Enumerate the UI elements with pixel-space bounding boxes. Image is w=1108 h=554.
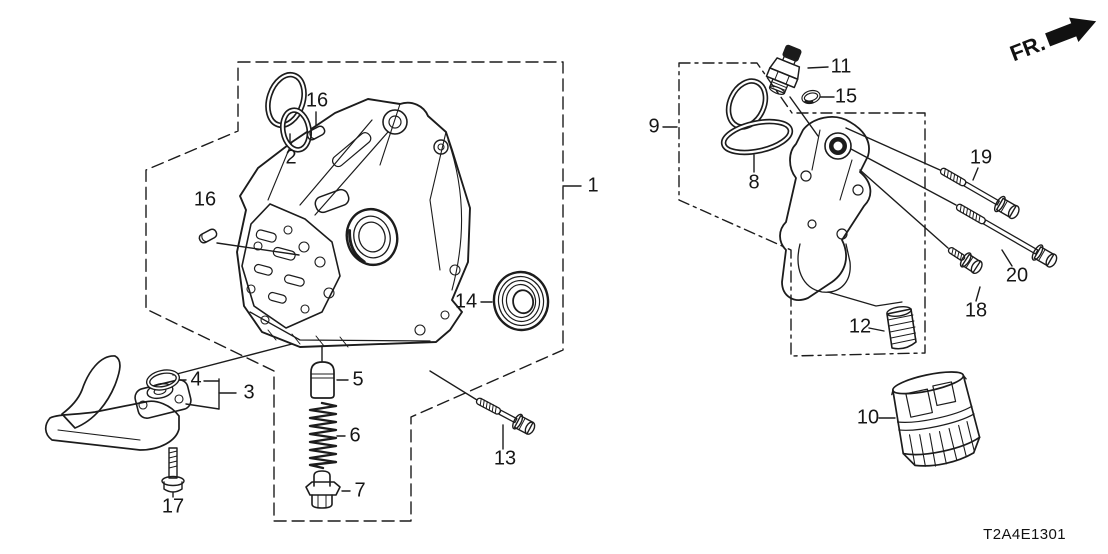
oil-filter-10 [891,371,981,467]
part-callout-20: 20 [1005,264,1029,287]
part-callout-10: 10 [856,406,880,429]
part-callout-18: 18 [964,299,988,322]
oil-passage-gasket-8 [720,78,794,156]
part-callout-14: 14 [454,290,478,313]
part-callout-6: 6 [349,424,361,447]
part-callout-8: 8 [748,171,760,194]
part-callout-17: 17 [161,495,185,518]
bolt-17 [161,447,185,493]
leader-lines [172,66,1013,498]
flange-bolt-20 [955,203,1058,268]
diagram-code: T2A4E1301 [983,526,1066,543]
flange-bolt-13 [475,397,536,435]
part-callout-19: 19 [969,146,993,169]
oil-seal-14 [492,270,550,332]
part-callout-12: 12 [848,315,872,338]
fr-arrow-icon [1045,17,1097,47]
part-callout-15: 15 [834,85,858,108]
part-callout-11: 11 [830,55,852,78]
part-callout-1: 1 [587,174,599,197]
fr-direction-arrow: FR. [1006,17,1097,66]
flange-bolt-19 [939,167,1020,220]
part-callout-2: 2 [285,146,297,169]
oil-pressure-switch-11 [765,44,802,95]
part-callout-13: 13 [493,447,517,470]
part-callout-16-top: 16 [305,89,329,112]
part-callout-7: 7 [354,479,366,502]
washer-15 [801,89,821,105]
part-callout-3: 3 [243,381,255,404]
part-callout-9: 9 [648,115,660,138]
flange-bolt-18 [947,246,983,275]
oil-pump-housing [236,98,471,348]
part-callout-5: 5 [352,368,364,391]
assembly-outline-9 [678,62,926,357]
gasket-2 [265,71,313,153]
joint-bolt-12 [886,305,917,350]
dowel-pin-16-left [198,228,218,244]
part-callout-4: 4 [190,368,202,391]
assembly-outline-1 [145,61,564,522]
relief-valve-piston-5 [310,361,335,399]
o-ring-4 [145,369,181,391]
relief-valve-spring-6 [308,401,338,470]
part-callout-16-left: 16 [193,188,217,211]
oil-filter-base [779,116,903,307]
fr-label: FR. [1006,30,1048,66]
sealing-bolt-7 [305,470,341,509]
dowel-pin-16-top [306,125,326,141]
